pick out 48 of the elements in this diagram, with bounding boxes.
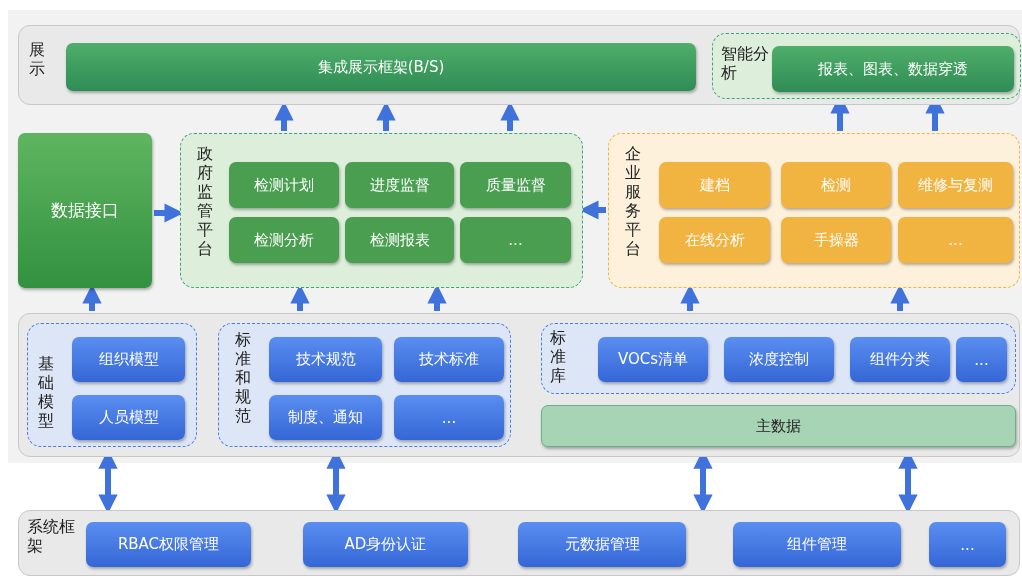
module-box: 检测 — [781, 162, 891, 208]
module-box: 检测报表 — [345, 217, 454, 263]
module-box: 报表、图表、数据穿透 — [772, 46, 1014, 92]
group-title: 基础模型 — [38, 354, 55, 430]
module-box: ... — [898, 217, 1013, 263]
module-box: AD身份认证 — [303, 522, 468, 567]
module-box: ... — [956, 337, 1007, 382]
module-box: 技术规范 — [269, 337, 382, 382]
module-box: 检测分析 — [229, 217, 339, 263]
group-title: 智能分析 — [721, 44, 770, 82]
group-title: 政府监管平台 — [197, 144, 214, 258]
module-box: 元数据管理 — [518, 522, 686, 567]
group-title: 标准和规范 — [235, 330, 252, 425]
group-title: 系统框架 — [27, 517, 76, 555]
layer-band — [18, 313, 1020, 457]
module-box: 主数据 — [541, 405, 1016, 447]
module-box: RBAC权限管理 — [86, 522, 251, 567]
module-box: VOCs清单 — [598, 337, 708, 382]
dashed-group — [27, 323, 197, 447]
group-title: 标准库 — [550, 328, 567, 385]
module-box: ... — [460, 217, 571, 263]
module-box: 技术标准 — [394, 337, 504, 382]
group-title: 企业服务平台 — [625, 144, 642, 258]
module-box: 检测计划 — [229, 162, 339, 208]
module-box: 组件管理 — [733, 522, 901, 567]
dashed-group — [608, 133, 1020, 288]
module-box: 集成展示框架(B/S) — [66, 43, 696, 91]
layer-band — [18, 510, 1020, 576]
module-box: 制度、通知 — [269, 395, 382, 440]
module-box: 组织模型 — [72, 337, 185, 382]
module-box: 进度监督 — [345, 162, 454, 208]
module-box: 数据接口 — [18, 133, 152, 288]
dashed-group — [218, 323, 511, 447]
module-box: 组件分类 — [850, 337, 950, 382]
module-box: 建档 — [659, 162, 770, 208]
layer-band — [18, 25, 1020, 105]
module-box: 浓度控制 — [724, 337, 834, 382]
module-box: ... — [929, 522, 1006, 567]
module-box: 在线分析 — [659, 217, 770, 263]
module-box: 手操器 — [781, 217, 891, 263]
dashed-group — [712, 33, 1021, 99]
module-box: ... — [394, 395, 504, 440]
dashed-group — [180, 133, 583, 288]
module-box: 人员模型 — [72, 395, 185, 440]
dashed-group — [541, 323, 1016, 394]
module-box: 维修与复测 — [898, 162, 1013, 208]
module-box: 质量监督 — [460, 162, 571, 208]
group-title: 展示 — [29, 40, 46, 78]
